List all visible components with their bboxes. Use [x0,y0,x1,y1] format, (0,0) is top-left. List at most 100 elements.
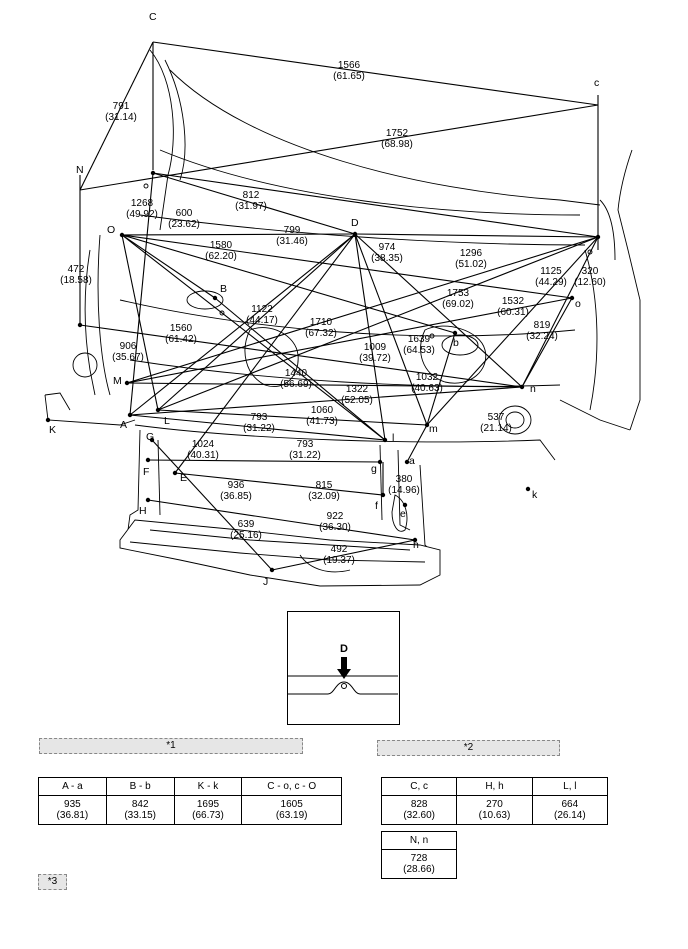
point-label: a [409,455,415,467]
dimension-inch: (31.22) [243,423,275,434]
dimension-mm: 819 [534,320,551,331]
point-label: K [49,424,56,436]
point-label: n [530,383,536,395]
table-header: H, h [456,777,533,796]
detail-label: D [340,643,348,655]
point-label: m [429,423,438,435]
dimension-mm: 1566 [338,60,361,71]
table-header: A - a [38,777,107,796]
vehicle-body-outline [44,49,641,587]
dimension-inch: (52.05) [341,395,373,406]
dimension-mm: 1560 [170,323,193,334]
point-labels: C c N O D B b o M K A L G F E H J l m n … [49,11,599,588]
dimension-table-1: A - a B - b K - k C - o, c - O 935(36.81… [38,777,342,825]
point-label: H [139,505,147,517]
point-label: L [164,415,170,427]
dimension-mm: 537 [488,412,505,423]
table-cell: 935(36.81) [38,795,107,825]
dimension-inch: (31.22) [289,450,321,461]
body-dimensions-diagram: C c N O D B b o M K A L G F E H J l m n … [44,11,641,588]
dimension-mm: 815 [316,480,333,491]
arrow-down-icon [337,657,351,679]
dimension-inch: (40.63) [411,383,443,394]
dimension-inch: (39.72) [359,353,391,364]
table-cell: 728(28.66) [381,849,457,879]
dimension-inch: (61.65) [333,71,365,82]
dimension-mm: 793 [297,439,314,450]
dimension-inch: (64.53) [403,345,435,356]
note-tag-1: *1 [39,738,303,754]
dimension-mm: 1024 [192,439,215,450]
dimension-inch: (41.73) [306,416,338,427]
dimension-inch: (19.37) [323,555,355,566]
dimension-table-3: N, n 728(28.66) [381,831,457,879]
table-header: L, l [531,777,609,796]
dimension-inch: (40.31) [187,450,219,461]
table-cell: 1695(66.73) [173,795,243,825]
dimension-inch: (56.69) [280,379,312,390]
dimension-mm: 922 [327,511,344,522]
detail-view-d: D [287,611,400,725]
table-cell: 1605(63.19) [241,795,342,825]
dimension-inch: (61.42) [165,334,197,345]
detail-d-illustration: D [288,643,398,695]
note-tag-2: *2 [377,740,560,756]
measurement-lines [79,172,599,571]
dimension-mm: 1532 [502,296,525,307]
dimension-mm: 799 [284,225,301,236]
dimension-inch: (23.62) [168,219,200,230]
point-label: C [149,11,157,23]
reference-box-lines [79,41,599,325]
table-cell: 270(10.63) [456,795,533,825]
dimension-mm: 472 [68,264,85,275]
dimension-inch: (44.17) [246,315,278,326]
dimension-mm: 1440 [285,368,308,379]
dimension-mm: 380 [396,474,413,485]
table-header: C - o, c - O [241,777,342,796]
point-label: B [220,283,227,295]
dimension-mm: 936 [228,480,245,491]
dimension-mm: 600 [176,208,193,219]
point-label: O [107,224,115,236]
dimension-mm: 1710 [310,317,333,328]
dimension-inch: (35.67) [112,352,144,363]
dimension-inch: (32.24) [526,331,558,342]
point-label: b [453,337,459,349]
dimension-mm: 1322 [346,384,369,395]
dimension-mm: 906 [120,341,137,352]
dimension-inch: (31.46) [276,236,308,247]
dimension-inch: (69.02) [442,299,474,310]
point-label: c [594,77,599,89]
dimension-inch: (14.96) [388,485,420,496]
dimension-inch: (31.14) [105,112,137,123]
dimension-mm: 1268 [131,198,154,209]
dimension-mm: 1296 [460,248,483,259]
dimension-mm: 791 [113,101,130,112]
dimension-inch: (49.92) [126,209,158,220]
dimension-inch: (36.85) [220,491,252,502]
point-label: k [532,489,538,501]
dimension-mm: 1032 [416,372,439,383]
note-tag-3: *3 [38,874,67,890]
dimension-mm: 639 [238,519,255,530]
dimension-inch: (32.09) [308,491,340,502]
table-header: N, n [381,831,457,850]
dimension-mm: 320 [582,266,599,277]
point-label: f [375,500,378,512]
dimension-mm: 1580 [210,240,233,251]
dimension-mm: 1122 [251,304,273,315]
dimension-inch: (44.29) [535,277,567,288]
point-label: E [180,472,187,484]
dimension-inch: (31.97) [235,201,267,212]
dimension-mm: 793 [251,412,268,423]
dimension-mm: 1125 [540,266,562,277]
point-label: G [146,431,154,443]
point-label: e [400,508,406,520]
point-label: M [113,375,122,387]
point-label: D [351,217,359,229]
point-label: A [120,419,127,431]
dimension-mm: 1753 [447,288,470,299]
table-cell: 664(26.14) [531,795,609,825]
dimension-inch: (12.60) [574,277,606,288]
dimension-mm: 812 [243,190,260,201]
